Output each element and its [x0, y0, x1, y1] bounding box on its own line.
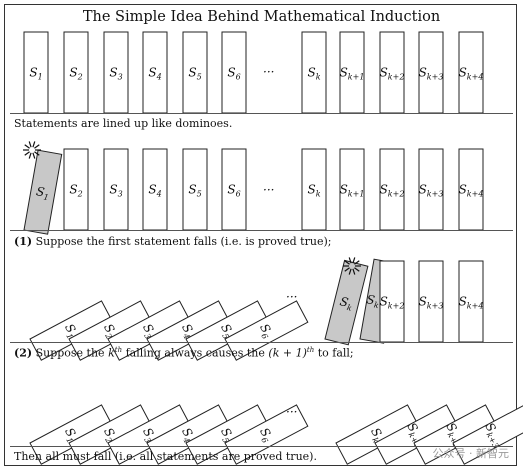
caption-row-3-text-b: falling always causes the — [125, 346, 265, 360]
domino-row3-4: S4 — [146, 300, 231, 361]
caption-row-3-th: th — [114, 346, 123, 354]
ellipsis-row3: ··· — [286, 290, 297, 304]
caption-row-1: Statements are lined up like dominoes. — [14, 117, 233, 130]
domino-label: S6 — [227, 66, 240, 82]
caption-row-2-text: Suppose the first statement falls (i.e. … — [35, 235, 332, 248]
domino-label: Sk+4 — [459, 295, 484, 311]
domino-label: Sk+2 — [380, 66, 405, 82]
domino-row1-6: S6 — [221, 31, 247, 114]
ellipsis-row2: ··· — [263, 183, 274, 197]
domino-row2-3: S3 — [103, 148, 129, 231]
domino-row3-6: S6 — [224, 300, 309, 361]
diagram-title: The Simple Idea Behind Mathematical Indu… — [82, 9, 441, 25]
caption-row-2-number: (1) — [14, 235, 33, 248]
impact-burst-row2 — [23, 141, 41, 159]
domino-label: S6 — [227, 183, 240, 199]
ellipsis-row4: ··· — [286, 405, 297, 419]
row-baseline-2 — [10, 230, 513, 231]
domino-label: S2 — [69, 66, 82, 82]
caption-row-3-k: k — [108, 346, 115, 360]
domino-row1-3: S3 — [103, 31, 129, 114]
caption-row-3-th2: th — [306, 346, 315, 354]
domino-label: S1 — [35, 184, 51, 202]
caption-row-3-text-a: Suppose the — [35, 346, 105, 360]
domino-label: S4 — [148, 66, 161, 82]
domino-row2-k+3: Sk+3 — [418, 148, 444, 231]
domino-row1-k+1: Sk+1 — [339, 31, 365, 114]
watermark: 公众号 · 新智元 — [432, 447, 510, 460]
row-baseline-1 — [10, 113, 513, 114]
domino-row1-k+2: Sk+2 — [379, 31, 405, 114]
domino-row1-k+3: Sk+3 — [418, 31, 444, 114]
domino-label: Sk+4 — [459, 66, 484, 82]
domino-row3-k+4: Sk+4 — [458, 260, 484, 343]
caption-row-3-k1: (k + 1) — [268, 346, 307, 360]
domino-row4-3: S3 — [107, 404, 192, 465]
domino-row4-6: S6 — [224, 404, 309, 465]
domino-label: S2 — [69, 183, 82, 199]
domino-label: Sk+2 — [380, 183, 405, 199]
domino-label: S3 — [109, 183, 122, 199]
domino-row1-5: S5 — [182, 31, 208, 114]
domino-label: Sk+3 — [419, 295, 444, 311]
row-baseline-3 — [10, 342, 513, 343]
domino-label: Sk+3 — [419, 183, 444, 199]
domino-row4-5: S5 — [185, 404, 270, 465]
domino-row3-k+2: Sk+2 — [379, 260, 405, 343]
domino-row1-2: S2 — [63, 31, 89, 114]
domino-label: Sk+2 — [380, 295, 405, 311]
domino-row2-k: Sk — [301, 148, 327, 231]
domino-row2-k+2: Sk+2 — [379, 148, 405, 231]
domino-label: S4 — [148, 183, 161, 199]
domino-row4-k+3: Sk+3 — [452, 404, 523, 465]
domino-label: S5 — [188, 66, 201, 82]
diagram-frame — [4, 4, 517, 466]
domino-label: S3 — [109, 66, 122, 82]
caption-row-3-number: (2) — [14, 346, 33, 360]
domino-label: S1 — [29, 66, 42, 82]
domino-label: S5 — [188, 183, 201, 199]
domino-label: Sk+4 — [459, 183, 484, 199]
domino-row3-k+3: Sk+3 — [418, 260, 444, 343]
domino-row1-4: S4 — [142, 31, 168, 114]
domino-row3-2: S2 — [68, 300, 153, 361]
caption-row-3-text-c: to fall; — [317, 346, 354, 360]
domino-label: Sk+1 — [340, 183, 365, 199]
caption-row-3: (2) Suppose the kth falling always cause… — [14, 346, 354, 360]
caption-row-4: Then all must fall (i.e. all statements … — [14, 450, 317, 463]
domino-label: Sk — [338, 294, 355, 313]
domino-row2-5: S5 — [182, 148, 208, 231]
domino-label: Sk+1 — [340, 66, 365, 82]
domino-label: Sk — [307, 183, 320, 199]
domino-row2-k+1: Sk+1 — [339, 148, 365, 231]
domino-row2-1: S1 — [23, 149, 63, 235]
row-baseline-4 — [10, 446, 513, 447]
domino-label: Sk — [307, 66, 320, 82]
caption-row-2: (1) Suppose the first statement falls (i… — [14, 235, 331, 248]
domino-row2-4: S4 — [142, 148, 168, 231]
domino-row2-2: S2 — [63, 148, 89, 231]
domino-row1-1: S1 — [23, 31, 49, 114]
domino-row2-6: S6 — [221, 148, 247, 231]
domino-row1-k: Sk — [301, 31, 327, 114]
domino-row4-2: S2 — [68, 404, 153, 465]
domino-label: Sk+3 — [419, 66, 444, 82]
ellipsis-row1: ··· — [263, 65, 274, 79]
domino-row2-k+4: Sk+4 — [458, 148, 484, 231]
impact-burst-row3 — [343, 257, 361, 275]
domino-row1-k+4: Sk+4 — [458, 31, 484, 114]
